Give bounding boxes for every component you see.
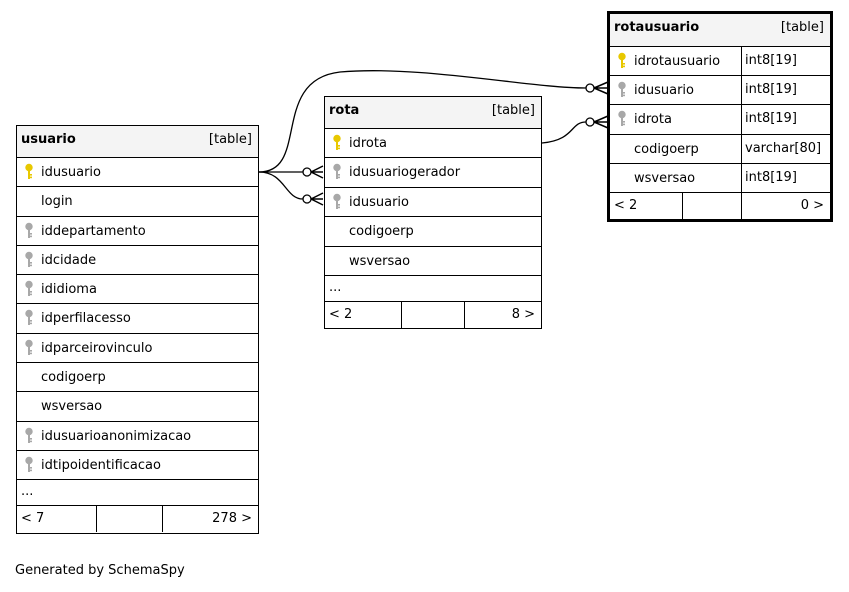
column-row[interactable]: ididioma: [17, 275, 258, 305]
foreign-key-icon: [23, 251, 35, 269]
column-row[interactable]: wsversao int8[19]: [610, 163, 830, 193]
table-kind: [table]: [208, 132, 252, 147]
column-row[interactable]: login: [17, 187, 258, 217]
primary-key-icon: [23, 163, 35, 181]
table-kind: [table]: [780, 20, 824, 35]
more-label: ...: [21, 484, 34, 500]
column-name: idusuariogerador: [349, 165, 461, 181]
column-name: idparceirovinculo: [41, 340, 153, 356]
column-name: idusuario: [349, 194, 409, 210]
children-count[interactable]: 8 >: [511, 306, 535, 322]
table-name: usuario: [21, 132, 76, 147]
column-type: int8[19]: [741, 163, 830, 192]
column-row[interactable]: idrota int8[19]: [610, 105, 830, 135]
foreign-key-icon: [23, 280, 35, 298]
column-type: int8[19]: [741, 47, 830, 76]
foreign-key-icon: [23, 222, 35, 240]
crowfoot-rotausuario-idrota: [585, 115, 609, 129]
table-footer: < 7 278 >: [17, 506, 258, 533]
column-row[interactable]: idrotausuario int8[19]: [610, 47, 830, 77]
parents-count[interactable]: < 7: [21, 511, 45, 527]
column-name: codigoerp: [41, 370, 106, 386]
table-rota[interactable]: rota [table] idrota idusuariogerador idusu…: [324, 96, 542, 329]
table-name: rotausuario: [614, 20, 700, 35]
column-name: idperfilacesso: [41, 311, 131, 327]
column-row[interactable]: idcidade: [17, 246, 258, 276]
column-name: idusuario: [41, 165, 101, 180]
table-name: rota: [329, 103, 360, 118]
column-row[interactable]: codigoerp: [17, 363, 258, 393]
column-name: iddepartamento: [41, 223, 146, 239]
more-label: ...: [329, 279, 342, 295]
column-name: idusuarioanonimizacao: [41, 428, 192, 444]
crowfoot-rotausuario-idusuario: [585, 81, 609, 95]
column-row[interactable]: iddepartamento: [17, 217, 258, 246]
table-header[interactable]: rota [table]: [325, 97, 541, 129]
column-name: idtipoidentificacao: [41, 457, 161, 473]
column-name: wsversao: [634, 170, 696, 186]
table-footer: < 2 8 >: [325, 301, 541, 328]
table-usuario[interactable]: usuario [table] idusuario login iddepartam…: [16, 125, 259, 534]
column-name: idrotausuario: [634, 54, 721, 69]
column-type: int8[19]: [741, 76, 830, 105]
column-name: idusuario: [634, 83, 694, 99]
primary-key-icon: [616, 52, 628, 70]
column-name: ididioma: [41, 282, 97, 298]
column-name: idcidade: [41, 252, 97, 268]
foreign-key-icon: [331, 193, 343, 211]
more-columns: ...: [325, 276, 541, 302]
link-usuario-rotausuario: [258, 70, 587, 173]
primary-key-icon: [331, 134, 343, 152]
column-type: int8[19]: [741, 105, 830, 134]
column-row[interactable]: idusuario: [17, 158, 258, 188]
column-row[interactable]: idrota: [325, 129, 541, 159]
foreign-key-icon: [23, 427, 35, 445]
foreign-key-icon: [616, 81, 628, 99]
column-row[interactable]: idparceirovinculo: [17, 334, 258, 364]
parents-count[interactable]: < 2: [329, 306, 353, 322]
table-rotausuario[interactable]: rotausuario [table] idrotausuario int8[19…: [607, 11, 833, 222]
column-row[interactable]: codigoerp varchar[80]: [610, 134, 830, 164]
column-name: wsversao: [41, 399, 103, 415]
column-row[interactable]: wsversao: [17, 392, 258, 422]
table-footer: < 2 0 >: [610, 192, 830, 219]
column-row[interactable]: idusuario: [325, 188, 541, 218]
column-row[interactable]: idperfilacesso: [17, 304, 258, 334]
column-row[interactable]: idtipoidentificacao: [17, 451, 258, 481]
column-name: idrota: [349, 136, 387, 151]
column-row[interactable]: idusuario int8[19]: [610, 76, 830, 106]
children-count[interactable]: 0 >: [800, 197, 824, 213]
foreign-key-icon: [23, 309, 35, 327]
foreign-key-icon: [616, 110, 628, 128]
link-usuario-rota-idusuario: [258, 171, 304, 200]
column-row[interactable]: idusuariogerador: [325, 158, 541, 188]
parents-count[interactable]: < 2: [614, 197, 638, 213]
column-name: wsversao: [349, 253, 411, 269]
column-row[interactable]: codigoerp: [325, 217, 541, 247]
column-name: codigoerp: [634, 141, 699, 157]
more-columns: ...: [17, 480, 258, 507]
link-rota-rotausuario: [541, 121, 587, 144]
children-count[interactable]: 278 >: [212, 511, 252, 527]
crowfoot-rota-gerador: [302, 165, 324, 179]
foreign-key-icon: [331, 163, 343, 181]
crowfoot-rota-idusuario: [302, 192, 324, 206]
column-name: codigoerp: [349, 224, 414, 240]
column-type: varchar[80]: [741, 134, 830, 163]
foreign-key-icon: [23, 456, 35, 474]
column-name: login: [41, 194, 73, 210]
column-row[interactable]: wsversao: [325, 247, 541, 276]
table-header[interactable]: rotausuario [table]: [610, 14, 830, 47]
generated-by-credit[interactable]: Generated by SchemaSpy: [15, 563, 185, 578]
table-header[interactable]: usuario [table]: [17, 126, 258, 158]
foreign-key-icon: [23, 339, 35, 357]
column-row[interactable]: idusuarioanonimizacao: [17, 422, 258, 451]
table-kind: [table]: [491, 103, 535, 118]
column-name: idrota: [634, 112, 672, 128]
